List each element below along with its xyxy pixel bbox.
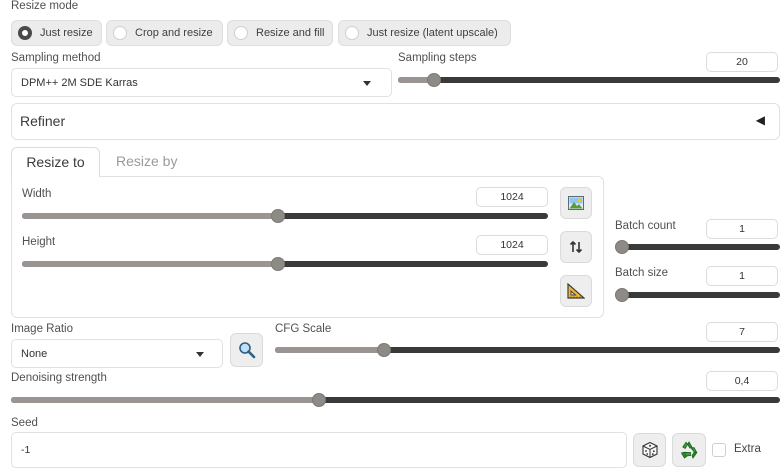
denoising-strength-label: Denoising strength [11,372,107,384]
magnifier-icon [238,342,255,359]
denoising-strength-slider[interactable] [11,392,780,408]
radio-just-resize[interactable]: Just resize [11,20,102,46]
reuse-seed-button[interactable] [672,433,706,467]
slider-thumb[interactable] [311,393,326,407]
swap-arrows-icon [569,240,583,254]
sampling-steps-label: Sampling steps [398,52,477,64]
resize-mode-label: Resize mode [11,0,79,12]
seed-input[interactable]: -1 [11,432,627,468]
image-icon [568,196,584,210]
batch-size-label: Batch size [615,267,669,279]
chevron-down-icon [363,81,371,86]
dice-icon [641,441,658,459]
recycle-icon [680,441,698,459]
extra-label: Extra [734,443,761,455]
sampling-steps-input[interactable]: 20 [706,52,778,72]
refiner-title: Refiner [20,113,66,129]
slider-thumb[interactable] [615,240,629,254]
slider-fill [22,213,278,219]
search-ratio-button[interactable] [230,333,263,367]
height-label: Height [22,236,56,248]
swap-dimensions-button[interactable] [560,231,592,263]
width-slider[interactable] [22,208,548,224]
slider-thumb[interactable] [376,343,391,357]
extra-checkbox[interactable] [712,443,726,457]
tab-resize-by[interactable]: Resize by [116,153,178,169]
slider-thumb[interactable] [615,288,629,302]
radio-indicator [113,26,127,40]
slider-fill [398,77,435,83]
radio-indicator [345,26,359,40]
batch-size-slider[interactable] [615,287,780,303]
batch-count-slider[interactable] [615,239,780,255]
batch-count-label: Batch count [615,220,676,232]
slider-thumb[interactable] [270,257,285,271]
radio-selected-indicator [18,26,32,40]
tab-label: Resize to [26,154,85,170]
image-ratio-label: Image Ratio [11,323,74,335]
image-ratio-dropdown[interactable]: None [11,339,223,368]
seed-label: Seed [11,417,38,429]
sampling-method-value: DPM++ 2M SDE Karras [21,76,138,89]
image-size-button[interactable] [560,187,592,219]
cfg-scale-input[interactable]: 7 [706,322,778,342]
slider-track [275,347,780,353]
cfg-scale-label: CFG Scale [275,323,332,335]
radio-just-resize-latent[interactable]: Just resize (latent upscale) [338,20,511,46]
radio-label: Crop and resize [135,27,213,39]
slider-track [615,244,780,250]
radio-label: Just resize [40,27,93,39]
width-label: Width [22,188,52,200]
slider-track [11,397,780,403]
slider-track [22,213,548,219]
sampling-method-label: Sampling method [11,52,101,64]
batch-count-input[interactable]: 1 [706,219,778,239]
tab-resize-to[interactable]: Resize to [11,147,100,177]
slider-thumb[interactable] [270,209,285,223]
radio-indicator [234,26,248,40]
slider-track [398,77,780,83]
set-square-icon [567,283,585,299]
radio-label: Resize and fill [256,27,325,39]
radio-crop-and-resize[interactable]: Crop and resize [106,20,223,46]
width-input[interactable]: 1024 [476,187,548,207]
batch-size-input[interactable]: 1 [706,266,778,286]
chevron-down-icon [196,352,204,357]
sampling-method-dropdown[interactable]: DPM++ 2M SDE Karras [11,68,392,97]
collapse-arrow-icon[interactable]: ◀ [755,113,765,127]
height-slider[interactable] [22,256,548,272]
slider-track [22,261,548,267]
slider-track [615,292,780,298]
height-input[interactable]: 1024 [476,235,548,255]
image-ratio-value: None [21,347,48,360]
slider-fill [22,261,278,267]
denoising-strength-input[interactable]: 0,4 [706,371,778,391]
slider-fill [275,347,384,353]
radio-resize-and-fill[interactable]: Resize and fill [227,20,333,46]
cfg-scale-slider[interactable] [275,342,780,358]
aspect-ratio-button[interactable] [560,275,592,307]
radio-label: Just resize (latent upscale) [367,27,498,39]
slider-fill [11,397,319,403]
refiner-accordion[interactable]: Refiner ◀ [11,103,780,140]
random-seed-button[interactable] [633,433,666,467]
slider-thumb[interactable] [427,73,442,87]
sampling-steps-slider[interactable] [398,72,780,88]
